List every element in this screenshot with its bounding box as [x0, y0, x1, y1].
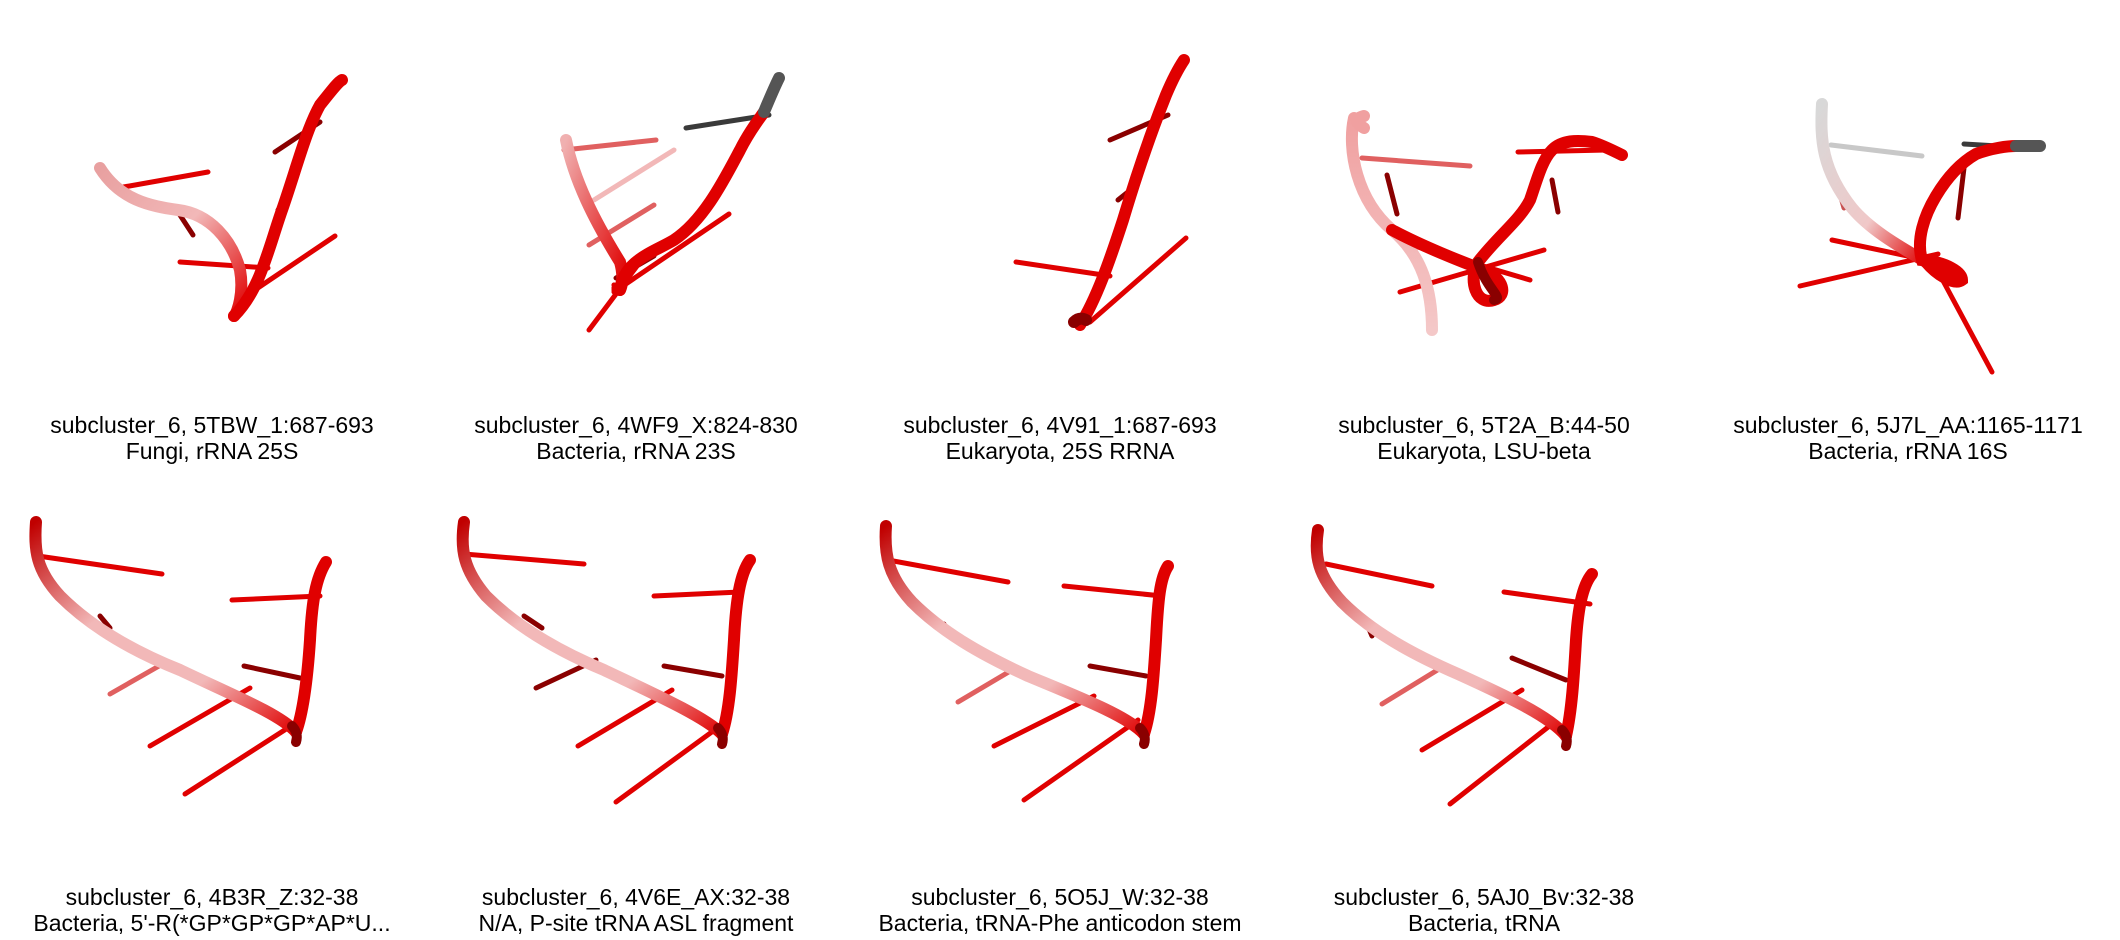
- panel-subtitle: Eukaryota, 25S RRNA: [945, 438, 1175, 464]
- rna-backbone-icon: [1310, 524, 1598, 807]
- structure-panel: subcluster_6, 5J7L_AA:1165-1171 Bacteria…: [1696, 0, 2120, 470]
- panel-caption: subcluster_6, 4V91_1:687-693 Eukaryota, …: [848, 412, 1272, 464]
- panel-title: subcluster_6, 5J7L_AA:1165-1171: [1733, 412, 2083, 438]
- panel-caption: subcluster_6, 4WF9_X:824-830 Bacteria, r…: [424, 412, 848, 464]
- structure-panel: subcluster_6, 5AJ0_Bv:32-38 Bacteria, tR…: [1272, 470, 1696, 940]
- panel-caption: subcluster_6, 5J7L_AA:1165-1171 Bacteria…: [1696, 412, 2120, 464]
- structure-panel: subcluster_6, 4V6E_AX:32-38 N/A, P-site …: [424, 470, 848, 940]
- panel-subtitle: Bacteria, tRNA-Phe anticodon stem: [878, 910, 1242, 936]
- panel-subtitle: Fungi, rRNA 25S: [125, 438, 299, 464]
- rna-backbone-icon: [879, 520, 1174, 803]
- panel-title: subcluster_6, 4B3R_Z:32-38: [65, 884, 359, 910]
- rna-backbone-icon: [29, 516, 332, 797]
- panel-title: subcluster_6, 4V6E_AX:32-38: [481, 884, 791, 910]
- panel-title: subcluster_6, 5O5J_W:32-38: [911, 884, 1209, 910]
- panel-caption: subcluster_6, 5T2A_B:44-50 Eukaryota, LS…: [1272, 412, 1696, 464]
- panel-title: subcluster_6, 4V91_1:687-693: [903, 412, 1217, 438]
- rna-backbone-icon: [1345, 110, 1628, 336]
- structure-panel: subcluster_6, 4B3R_Z:32-38 Bacteria, 5'-…: [0, 470, 424, 940]
- rna-backbone-icon: [456, 516, 756, 805]
- panel-title: subcluster_6, 5TBW_1:687-693: [50, 412, 374, 438]
- panel-title: subcluster_6, 5T2A_B:44-50: [1338, 412, 1630, 438]
- panel-caption: subcluster_6, 4V6E_AX:32-38 N/A, P-site …: [424, 884, 848, 936]
- panel-caption: subcluster_6, 5AJ0_Bv:32-38 Bacteria, tR…: [1272, 884, 1696, 936]
- panel-caption: subcluster_6, 5TBW_1:687-693 Fungi, rRNA…: [0, 412, 424, 464]
- structure-panel: subcluster_6, 4WF9_X:824-830 Bacteria, r…: [424, 0, 848, 470]
- panel-title: subcluster_6, 4WF9_X:824-830: [474, 412, 798, 438]
- panel-subtitle: Bacteria, rRNA 16S: [1808, 438, 2008, 464]
- panel-subtitle: N/A, P-site tRNA ASL fragment: [478, 910, 794, 936]
- panel-subtitle: Eukaryota, LSU-beta: [1377, 438, 1591, 464]
- structure-panel: subcluster_6, 5O5J_W:32-38 Bacteria, tRN…: [848, 470, 1272, 940]
- structure-panel: subcluster_6, 5T2A_B:44-50 Eukaryota, LS…: [1272, 0, 1696, 470]
- panel-subtitle: Bacteria, 5'-R(*GP*GP*GP*AP*U...: [33, 910, 391, 936]
- panel-caption: subcluster_6, 5O5J_W:32-38 Bacteria, tRN…: [848, 884, 1272, 936]
- rna-backbone-icon: [1797, 98, 2046, 375]
- structure-panel: subcluster_6, 4V91_1:687-693 Eukaryota, …: [848, 0, 1272, 470]
- panel-subtitle: Bacteria, tRNA: [1407, 910, 1561, 936]
- rna-backbone-icon: [560, 72, 785, 333]
- rna-backbone-icon: [1013, 54, 1190, 331]
- panel-caption: subcluster_6, 4B3R_Z:32-38 Bacteria, 5'-…: [0, 884, 424, 936]
- panel-subtitle: Bacteria, rRNA 23S: [536, 438, 736, 464]
- structure-panel: subcluster_6, 5TBW_1:687-693 Fungi, rRNA…: [0, 0, 424, 470]
- rna-backbone-icon: [94, 74, 348, 322]
- panel-title: subcluster_6, 5AJ0_Bv:32-38: [1333, 884, 1635, 910]
